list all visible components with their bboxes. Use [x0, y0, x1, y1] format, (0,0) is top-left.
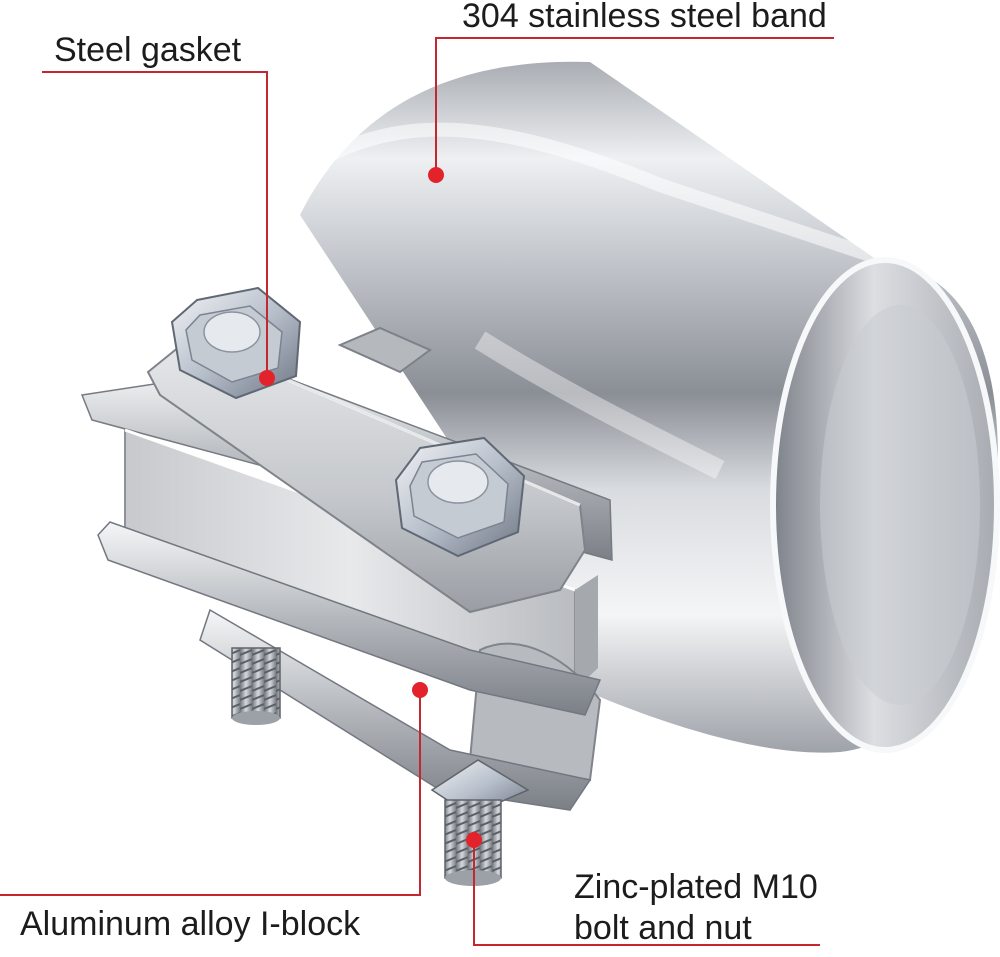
dot-band [428, 167, 444, 183]
dot-block [412, 682, 428, 698]
label-i-block: Aluminum alloy I-block [20, 905, 361, 943]
label-bolt-line-2: bolt and nut [574, 909, 752, 947]
label-bolt-line-1: Zinc-plated M10 [574, 868, 818, 906]
dot-gasket [259, 370, 275, 386]
leader-bolt [473, 840, 820, 946]
leader-block [0, 690, 421, 896]
label-band: 304 stainless steel band [462, 0, 827, 35]
dot-bolt [466, 832, 482, 848]
front-rail [97, 521, 602, 811]
hex-nut-2 [394, 436, 526, 558]
leader-gasket [42, 71, 268, 378]
label-gasket: Steel gasket [54, 31, 242, 69]
label-bolt-nut: Zinc-plated M10 bolt and nut [574, 867, 818, 949]
leader-band [435, 37, 834, 175]
callout-dots [259, 167, 482, 848]
steel-band [300, 61, 1000, 753]
leader-lines [0, 37, 834, 946]
